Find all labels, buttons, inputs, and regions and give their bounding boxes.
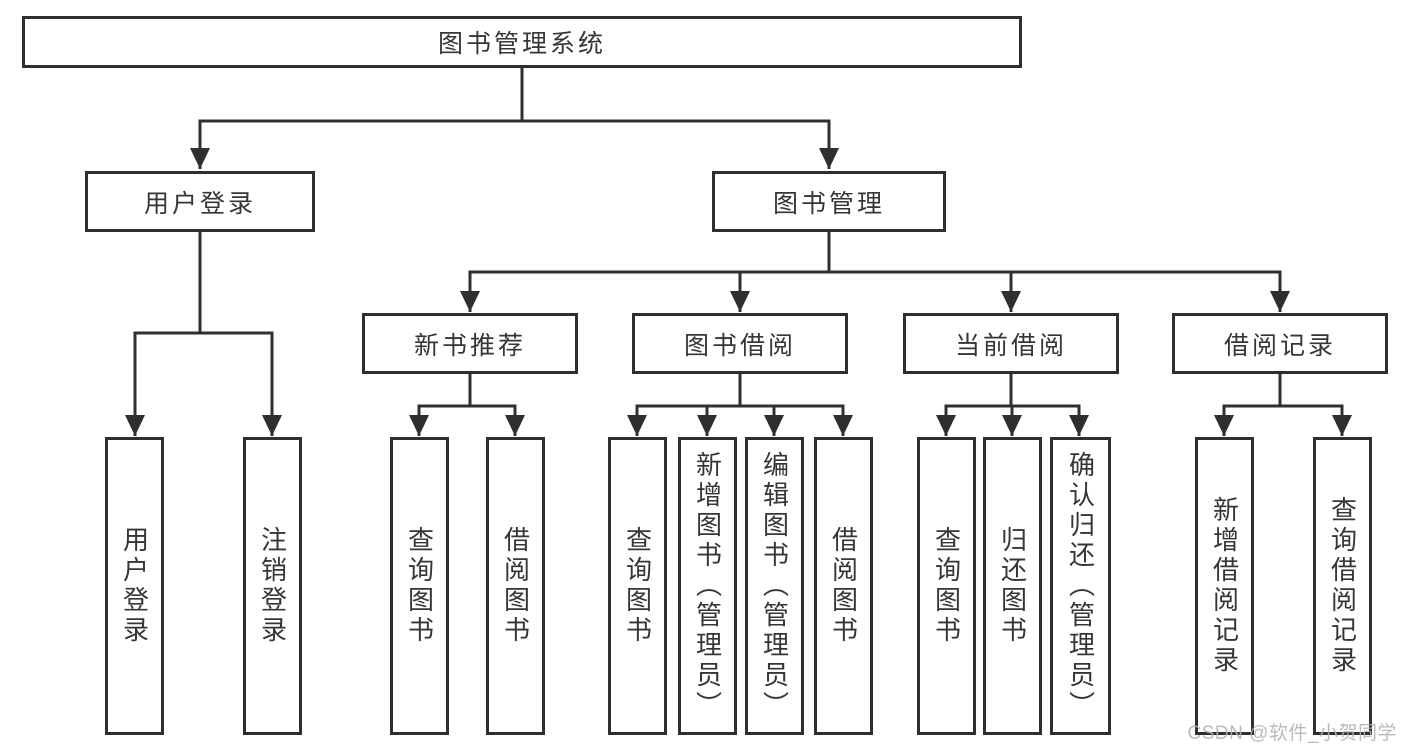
leaf-borrowing-query-books: 查询图书	[608, 437, 667, 735]
node-label: 新增图书（管理员）	[692, 451, 723, 721]
node-label: 当前借阅	[954, 331, 1067, 360]
node-label: 新书推荐	[413, 331, 526, 360]
node-label: 注销登录	[257, 526, 288, 646]
node-label: 查询图书	[404, 526, 435, 646]
leaf-current-return-books: 归还图书	[983, 437, 1042, 735]
node-label: 确认归还（管理员）	[1065, 451, 1096, 721]
node-library-management-system: 图书管理系统	[22, 16, 1022, 68]
leaf-current-query-books: 查询图书	[917, 437, 976, 735]
node-label: 借阅图书	[828, 526, 859, 646]
node-label: 借阅图书	[500, 526, 531, 646]
leaf-borrowing-edit-books-admin: 编辑图书（管理员）	[745, 437, 804, 735]
csdn-watermark: CSDN @软件_小贺同学	[1187, 723, 1397, 744]
node-label: 编辑图书（管理员）	[759, 451, 790, 721]
leaf-current-confirm-return-admin: 确认归还（管理员）	[1050, 437, 1111, 735]
node-label: 归还图书	[997, 526, 1028, 646]
node-book-management: 图书管理	[712, 171, 946, 232]
node-borrowing-records: 借阅记录	[1172, 313, 1388, 374]
node-current-borrowing: 当前借阅	[903, 313, 1119, 374]
node-label: 查询借阅记录	[1327, 496, 1358, 676]
node-label: 新增借阅记录	[1209, 496, 1240, 676]
leaf-newbook-borrow-books: 借阅图书	[486, 437, 545, 735]
node-label: 借阅记录	[1223, 331, 1336, 360]
leaf-user-login: 用户登录	[105, 437, 164, 735]
node-book-borrowing: 图书借阅	[632, 313, 848, 374]
node-label: 用户登录	[143, 189, 256, 218]
node-new-book-recommend: 新书推荐	[362, 313, 578, 374]
leaf-logout: 注销登录	[243, 437, 302, 735]
leaf-newbook-query-books: 查询图书	[390, 437, 449, 735]
node-label: 图书管理系统	[437, 30, 606, 58]
leaf-borrowing-borrow-books: 借阅图书	[814, 437, 873, 735]
node-user-login: 用户登录	[85, 171, 315, 232]
node-label: 查询图书	[622, 526, 653, 646]
node-label: 图书借阅	[683, 331, 796, 360]
node-label: 图书管理	[772, 189, 885, 218]
leaf-records-query-borrow-record: 查询借阅记录	[1313, 437, 1372, 735]
node-label: 用户登录	[119, 526, 150, 646]
node-label: 查询图书	[931, 526, 962, 646]
leaf-borrowing-add-books-admin: 新增图书（管理员）	[678, 437, 737, 735]
leaf-records-add-borrow-record: 新增借阅记录	[1195, 437, 1254, 735]
